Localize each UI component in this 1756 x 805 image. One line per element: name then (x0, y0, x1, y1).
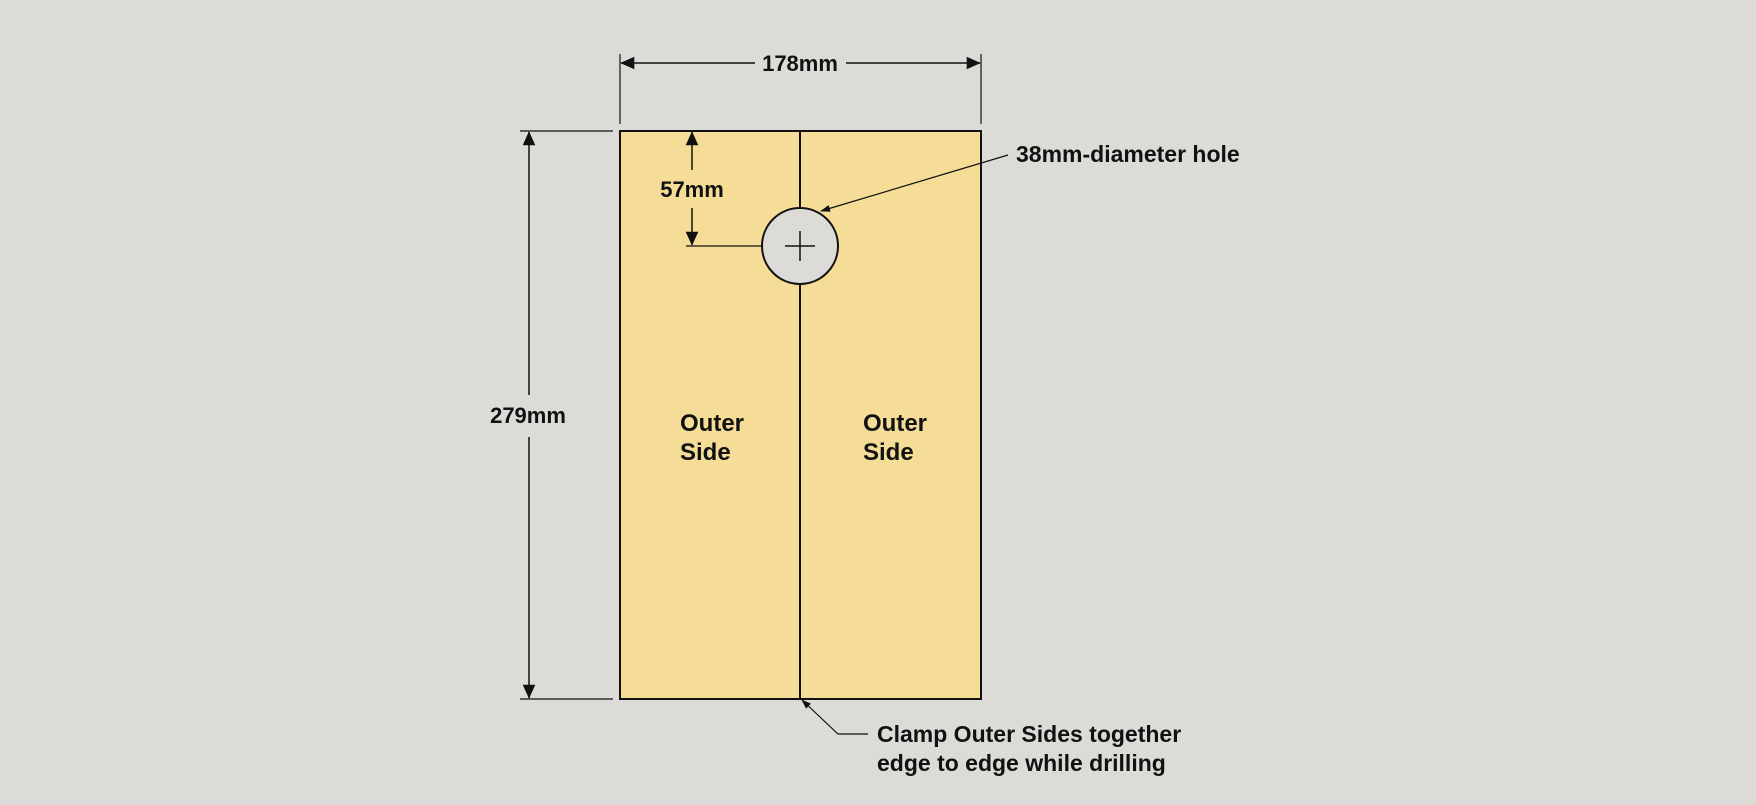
right-panel-label-line1: Outer (863, 410, 927, 437)
clamp-callout-line1: Clamp Outer Sides together (877, 721, 1181, 747)
height-dimension-label: 279mm (490, 403, 566, 428)
left-panel-label-line2: Side (680, 439, 731, 466)
left-panel-label-line1: Outer (680, 410, 744, 437)
hole-callout-label: 38mm-diameter hole (1016, 141, 1240, 167)
clamp-callout-line2: edge to edge while drilling (877, 750, 1166, 776)
hole-leader-line (820, 154, 1009, 212)
clamp-leader-line (801, 699, 868, 735)
right-panel-label-line2: Side (863, 439, 914, 466)
hole-offset-label: 57mm (660, 177, 724, 202)
width-dimension-label: 178mm (762, 51, 838, 76)
